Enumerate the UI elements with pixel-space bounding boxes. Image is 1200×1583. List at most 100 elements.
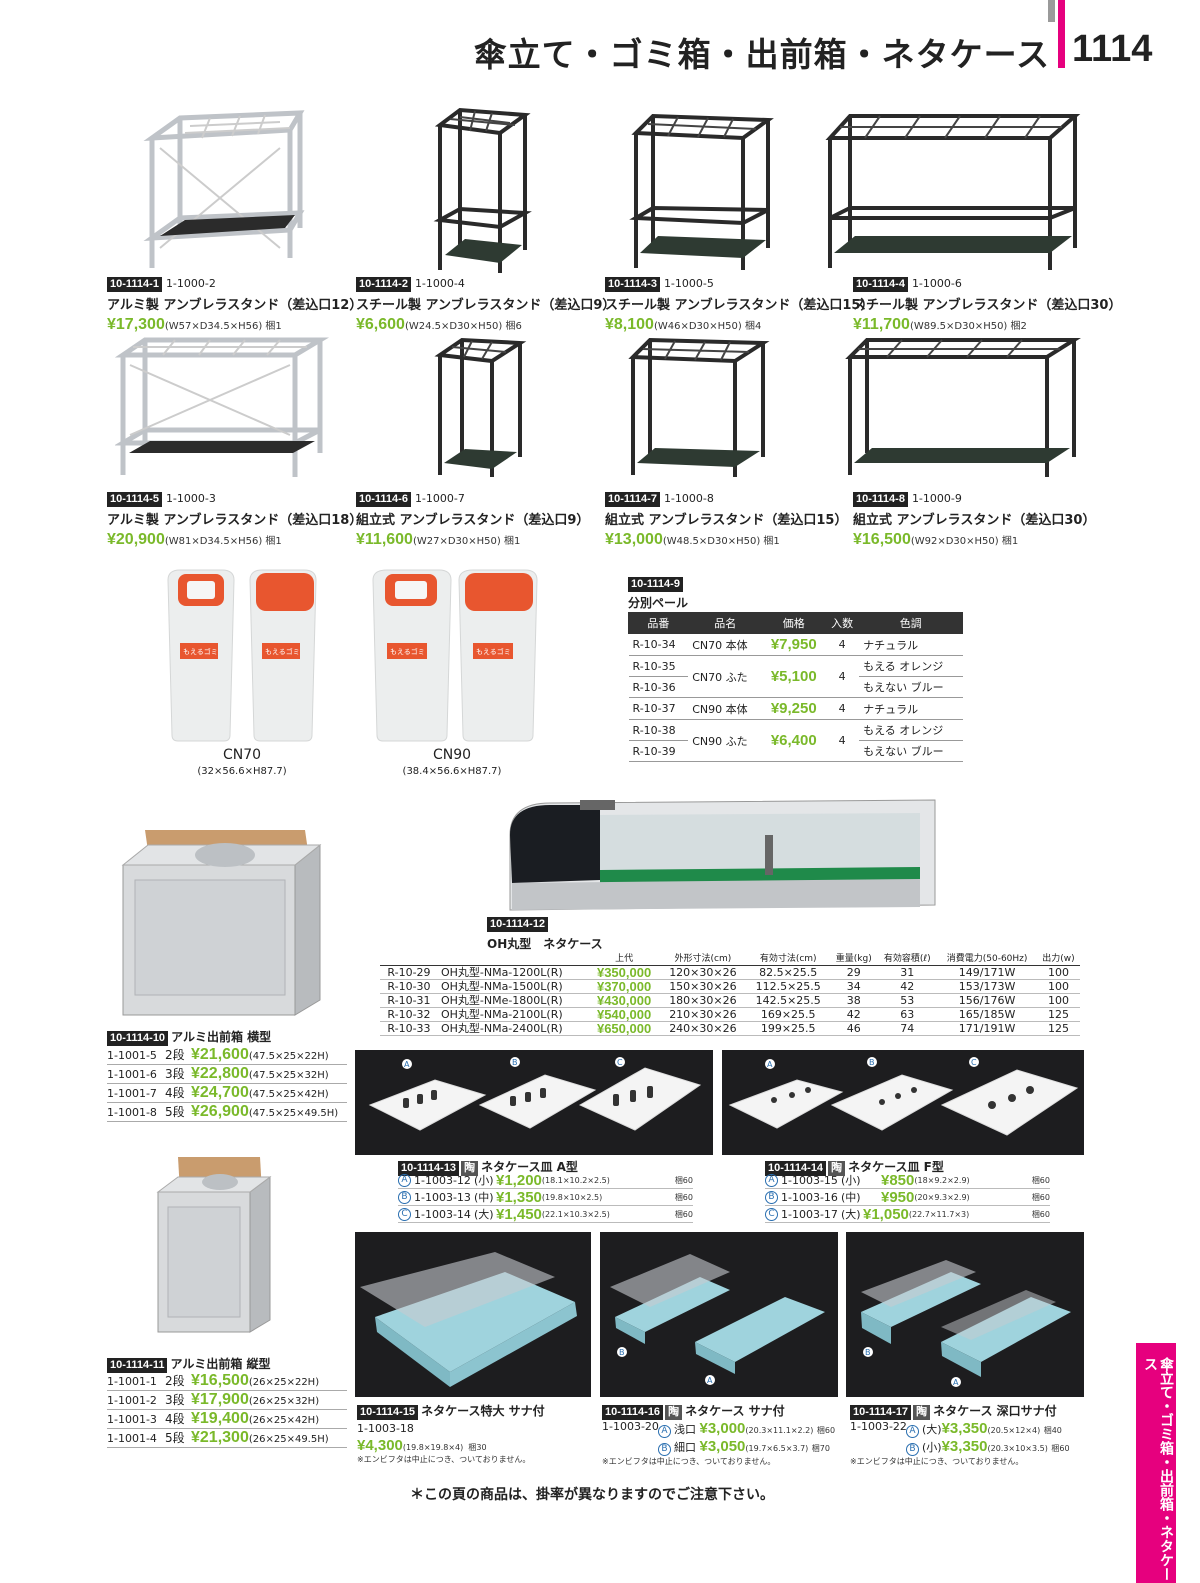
pack-count: 梱70	[811, 1444, 830, 1453]
photo-label: B	[869, 1058, 875, 1067]
size: (小)	[922, 1441, 942, 1454]
category-side-tab: 傘立て・ゴミ箱・出前箱・ネタケース	[1136, 1343, 1176, 1583]
dimensions: (W27×D30×H50) 梱1	[412, 536, 521, 547]
column-header: 重量(kg)	[830, 950, 878, 966]
dimensions: (W46×D30×H50) 梱4	[653, 321, 762, 332]
size: (大)	[474, 1208, 494, 1221]
quantity: 4	[825, 633, 860, 656]
dimensions: (18×9.2×2.9)	[914, 1175, 970, 1185]
dimensions: (W48.5×D30×H50) 梱1	[662, 536, 780, 547]
cell: 74	[877, 1021, 938, 1036]
catalog-tag: 10-1114-13	[398, 1161, 460, 1176]
price: ¥950	[881, 1188, 915, 1206]
dimensions: (20.3×11.1×2.2)	[745, 1426, 814, 1435]
cell: 29	[830, 965, 878, 980]
section-title: アルミ出前箱 縦型	[170, 1357, 271, 1371]
item-code: R-10-37	[628, 697, 689, 720]
bin-label-left: もえるゴミ	[390, 647, 425, 656]
dimensions: (W81×D34.5×H56) 梱1	[164, 536, 282, 547]
size: 浅口	[674, 1423, 696, 1436]
item-code: 1-1003-14	[414, 1207, 471, 1221]
cell: 46	[830, 1021, 878, 1036]
item-code: 1-1000-6	[911, 277, 962, 290]
price: ¥11,600	[356, 531, 413, 548]
cell: 125	[1037, 1007, 1080, 1022]
cell: 165/185W	[937, 1007, 1037, 1022]
item-name: CN90 ふた	[688, 719, 763, 762]
price: ¥3,350	[941, 1420, 988, 1437]
catalog-tag: 10-1114-1	[107, 277, 162, 292]
umbrella-stand-steel-15-image	[629, 113, 774, 270]
catalog-tag: 10-1114-2	[356, 277, 411, 292]
delivery-box-horizontal-image	[121, 830, 322, 1016]
variant-mark: B	[906, 1443, 919, 1456]
pack-count: 梱60	[1031, 1192, 1050, 1202]
size: (大)	[922, 1423, 942, 1436]
price: ¥1,350	[496, 1188, 542, 1206]
bin-label-left: もえるゴミ	[183, 647, 218, 656]
ceramic-badge: 陶	[828, 1161, 846, 1176]
item-code: 1-1001-6	[107, 1068, 157, 1081]
size: (中)	[474, 1191, 494, 1204]
dimensions: (19.7×6.5×3.7)	[745, 1444, 809, 1453]
page-title: 傘立て・ゴミ箱・出前箱・ネタケース	[473, 35, 1050, 74]
item-code: 1-1003-18	[357, 1422, 414, 1435]
quantity: 4	[825, 655, 860, 698]
price: ¥540,000	[588, 1007, 660, 1022]
item-code: 1-1003-12	[414, 1173, 471, 1187]
item-code: 1-1000-9	[911, 492, 962, 505]
pack-count: 梱60	[1031, 1175, 1050, 1185]
cell: 125	[1037, 1021, 1080, 1036]
item-code: 1-1001-8	[107, 1106, 157, 1119]
catalog-tag: 10-1114-17	[850, 1405, 912, 1420]
product-name: スチール製 アンブレラスタンド（差込口15）	[605, 298, 874, 313]
cell: OH丸型-NMa-2100L(R)	[437, 1007, 589, 1022]
item-code: 1-1000-8	[663, 492, 714, 505]
side-tab-label: 傘立て・ゴミ箱・出前箱・ネタケース	[1142, 1357, 1174, 1581]
table-row: R-10-37 CN90 本体 ¥9,250 4 ナチュラル	[628, 697, 963, 720]
price: ¥8,100	[605, 316, 654, 333]
cell: 142.5×25.5	[746, 993, 831, 1008]
umbrella-stand-steel-30-image	[825, 114, 1081, 270]
item-name: CN90 本体	[688, 697, 763, 720]
column-header: 入数	[824, 612, 860, 634]
size: (小)	[474, 1174, 494, 1187]
cell: 38	[830, 993, 878, 1008]
umbrella-stand-aluminum-12-image	[143, 110, 305, 268]
ceramic-badge: 陶	[461, 1161, 479, 1176]
catalog-tag: 10-1114-8	[853, 492, 908, 507]
item-code: R-10-38	[628, 719, 689, 741]
photo-label: B	[865, 1348, 871, 1357]
variant-mark: C	[765, 1207, 778, 1221]
catalog-tag: 10-1114-14	[765, 1161, 827, 1176]
pail-cn90-image: もえるゴミ もえるゴミ	[372, 569, 538, 742]
pail-cn70-image: もえるゴミ もえるゴミ	[167, 569, 317, 742]
size: (中)	[841, 1191, 861, 1204]
price: ¥5,100	[762, 655, 826, 698]
variant-mark: B	[398, 1190, 411, 1204]
catalog-tag: 10-1114-9	[628, 577, 683, 592]
dimensions: (18.1×10.2×2.5)	[541, 1175, 610, 1185]
table-row: R-10-38 CN90 ふた ¥6,400 4 もえる オレンジ	[628, 719, 963, 762]
cell: 31	[877, 965, 938, 980]
product-name: スチール製 アンブレラスタンド（差込口9）	[356, 298, 616, 313]
variant-mark: A	[658, 1425, 671, 1438]
size: 細口	[674, 1441, 696, 1454]
column-header: 有効容積(ℓ)	[877, 950, 938, 966]
table-row: R-10-36 もえない ブルー	[628, 676, 963, 698]
cell: 82.5×25.5	[746, 965, 831, 980]
price: ¥430,000	[588, 993, 660, 1008]
section-title: ネタケース皿 A型	[481, 1160, 578, 1174]
